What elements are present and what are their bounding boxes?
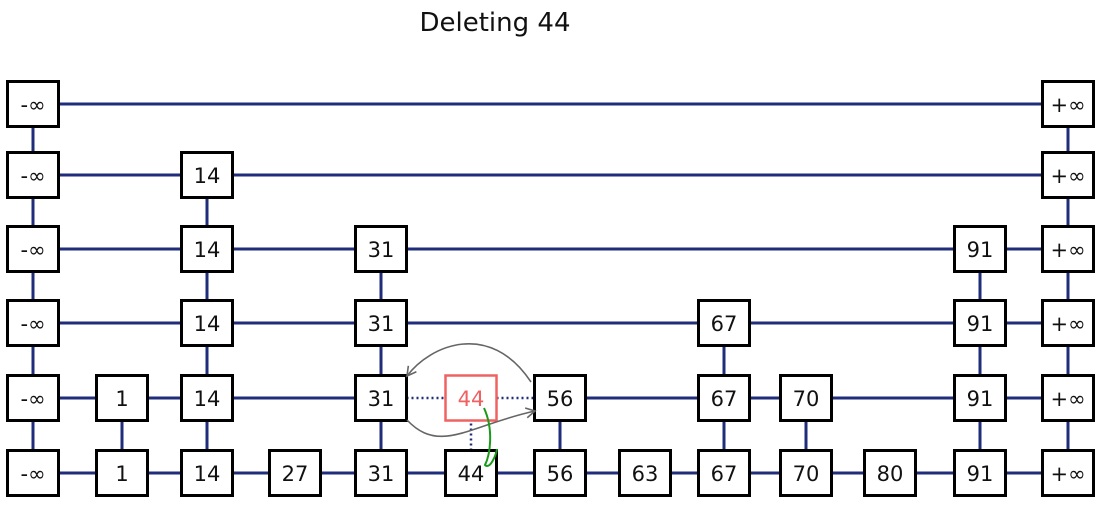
node-box [697,449,751,497]
node-box [354,299,408,347]
node-label: 14 [194,312,221,336]
node-label: 14 [194,462,221,486]
node-box [6,299,60,347]
node-label: +∞ [1050,93,1085,117]
node-box [953,449,1007,497]
node-box [1041,299,1095,347]
node-box [180,449,234,497]
node-label: -∞ [20,462,45,486]
node-label: +∞ [1050,238,1085,262]
node-box [6,225,60,273]
node-label: 91 [967,238,994,262]
node-label: 31 [368,387,395,411]
node-label: 70 [793,462,820,486]
node-label: 56 [547,387,574,411]
node-label: 91 [967,312,994,336]
node-label: 31 [368,462,395,486]
node-label: 70 [793,387,820,411]
node-box [953,225,1007,273]
node-label: -∞ [20,238,45,262]
node-label: 63 [632,462,659,486]
node-label: +∞ [1050,462,1085,486]
diagram-title: Deleting 44 [419,8,571,38]
node-label: -∞ [20,387,45,411]
node-label: 67 [711,312,738,336]
node-label: 14 [194,387,221,411]
node-label: 67 [711,387,738,411]
node-box [6,80,60,128]
node-box [779,374,833,422]
node-label: 14 [194,164,221,188]
node-label: +∞ [1050,164,1085,188]
node-box [95,449,149,497]
node-box [180,374,234,422]
remove-hook-icon [483,407,498,467]
node-box [953,374,1007,422]
node-box [697,299,751,347]
node-label: 31 [368,312,395,336]
node-box [1041,151,1095,199]
node-label: 14 [194,238,221,262]
node-label: -∞ [20,164,45,188]
node-label: 67 [711,462,738,486]
node-box [180,225,234,273]
node-box [180,151,234,199]
node-label: +∞ [1050,387,1085,411]
node-label: -∞ [20,312,45,336]
node-box [6,374,60,422]
node-label: 27 [282,462,309,486]
node-box [697,374,751,422]
node-box [618,449,672,497]
node-box [863,449,917,497]
node-box [354,449,408,497]
node-box [1041,225,1095,273]
node-label: 31 [368,238,395,262]
node-label: 91 [967,462,994,486]
node-label: 91 [967,387,994,411]
node-box [354,225,408,273]
node-label: 44 [458,462,485,486]
node-label: +∞ [1050,312,1085,336]
deleted-node-box [444,374,498,422]
node-box [95,374,149,422]
node-box [953,299,1007,347]
node-box [533,374,587,422]
node-box [6,151,60,199]
node-box [180,299,234,347]
node-label: -∞ [20,93,45,117]
node-box [6,449,60,497]
pointer-back-arrow-icon [406,343,532,383]
node-label: 1 [115,387,128,411]
node-box [533,449,587,497]
node-box [354,374,408,422]
node-label: 56 [547,462,574,486]
node-box [1041,374,1095,422]
node-box [1041,449,1095,497]
pointer-forward-arrow-icon [406,407,537,438]
node-box [268,449,322,497]
deleted-node-label: 44 [458,387,485,411]
node-label: 1 [115,462,128,486]
node-label: 80 [877,462,904,486]
node-box [779,449,833,497]
node-box [1041,80,1095,128]
